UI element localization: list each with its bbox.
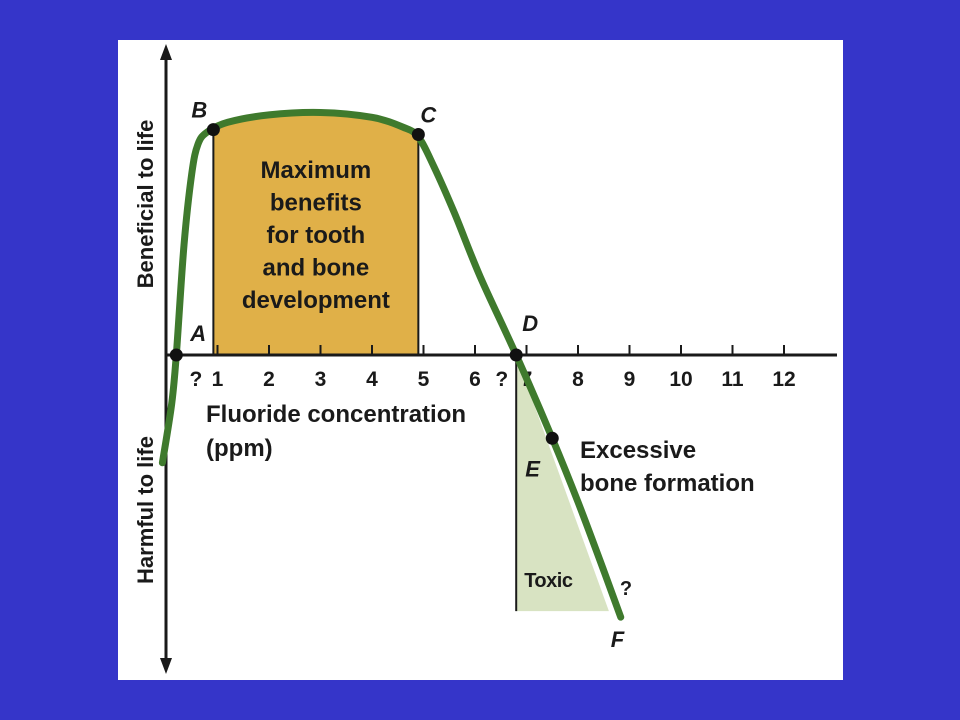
- x-tick-label-3: 3: [315, 368, 327, 391]
- point-C: [411, 128, 425, 141]
- region-toxic: [516, 355, 609, 612]
- y-axis-label-harmful: Harmful to life: [133, 436, 158, 584]
- axes-layer: [160, 44, 837, 674]
- x-tick-label-9: 9: [624, 368, 636, 391]
- excessive-bone-formation-line-1: Excessive: [580, 437, 696, 464]
- point-A: [169, 348, 183, 362]
- points-layer: A B C D E F: [169, 98, 625, 652]
- regions-layer: [212, 111, 609, 612]
- point-D: [509, 348, 523, 362]
- x-tick-label-11: 11: [721, 368, 744, 391]
- y-axis-arrow-down: [160, 658, 172, 674]
- unknown-upper-limit-mark: ?: [495, 368, 508, 391]
- toxic-label: Toxic: [524, 570, 573, 592]
- unknown-toxic-limit-mark: ?: [620, 578, 632, 600]
- maximum-benefits-line-5: development: [242, 287, 390, 314]
- point-label-F: F: [611, 627, 625, 652]
- fluoride-curve: [158, 108, 625, 621]
- x-tick-label-12: 12: [772, 368, 795, 391]
- maximum-benefits-line-2: benefits: [270, 190, 362, 217]
- x-tick-label-2: 2: [263, 368, 275, 391]
- x-tick-label-4: 4: [366, 368, 378, 391]
- point-label-A: A: [189, 321, 206, 346]
- maximum-benefits-line-4: and bone: [263, 255, 370, 282]
- point-label-C: C: [420, 103, 437, 128]
- x-tick-label-1: 1: [212, 368, 224, 391]
- y-axis-arrow-up: [160, 44, 172, 60]
- x-axis-label-line-2: (ppm): [206, 435, 273, 462]
- x-tick-label-5: 5: [418, 368, 430, 391]
- y-axis-label-beneficial: Beneficial to life: [133, 120, 158, 289]
- point-label-D: D: [522, 311, 538, 336]
- point-label-B: B: [191, 98, 207, 123]
- text-layer: Maximum benefits for tooth and bone developm…: [133, 120, 755, 600]
- x-tick-label-6: 6: [469, 368, 481, 391]
- maximum-benefits-line-3: for tooth: [267, 222, 366, 249]
- unknown-lower-limit-mark: ?: [189, 368, 202, 391]
- point-B: [206, 123, 220, 137]
- excessive-bone-formation-line-2: bone formation: [580, 470, 755, 497]
- point-E: [545, 431, 559, 445]
- x-tick-label-8: 8: [572, 368, 584, 391]
- maximum-benefits-line-1: Maximum: [261, 157, 372, 184]
- point-label-E: E: [525, 456, 541, 481]
- x-axis-label-line-1: Fluoride concentration: [206, 401, 466, 428]
- x-tick-label-10: 10: [669, 368, 692, 391]
